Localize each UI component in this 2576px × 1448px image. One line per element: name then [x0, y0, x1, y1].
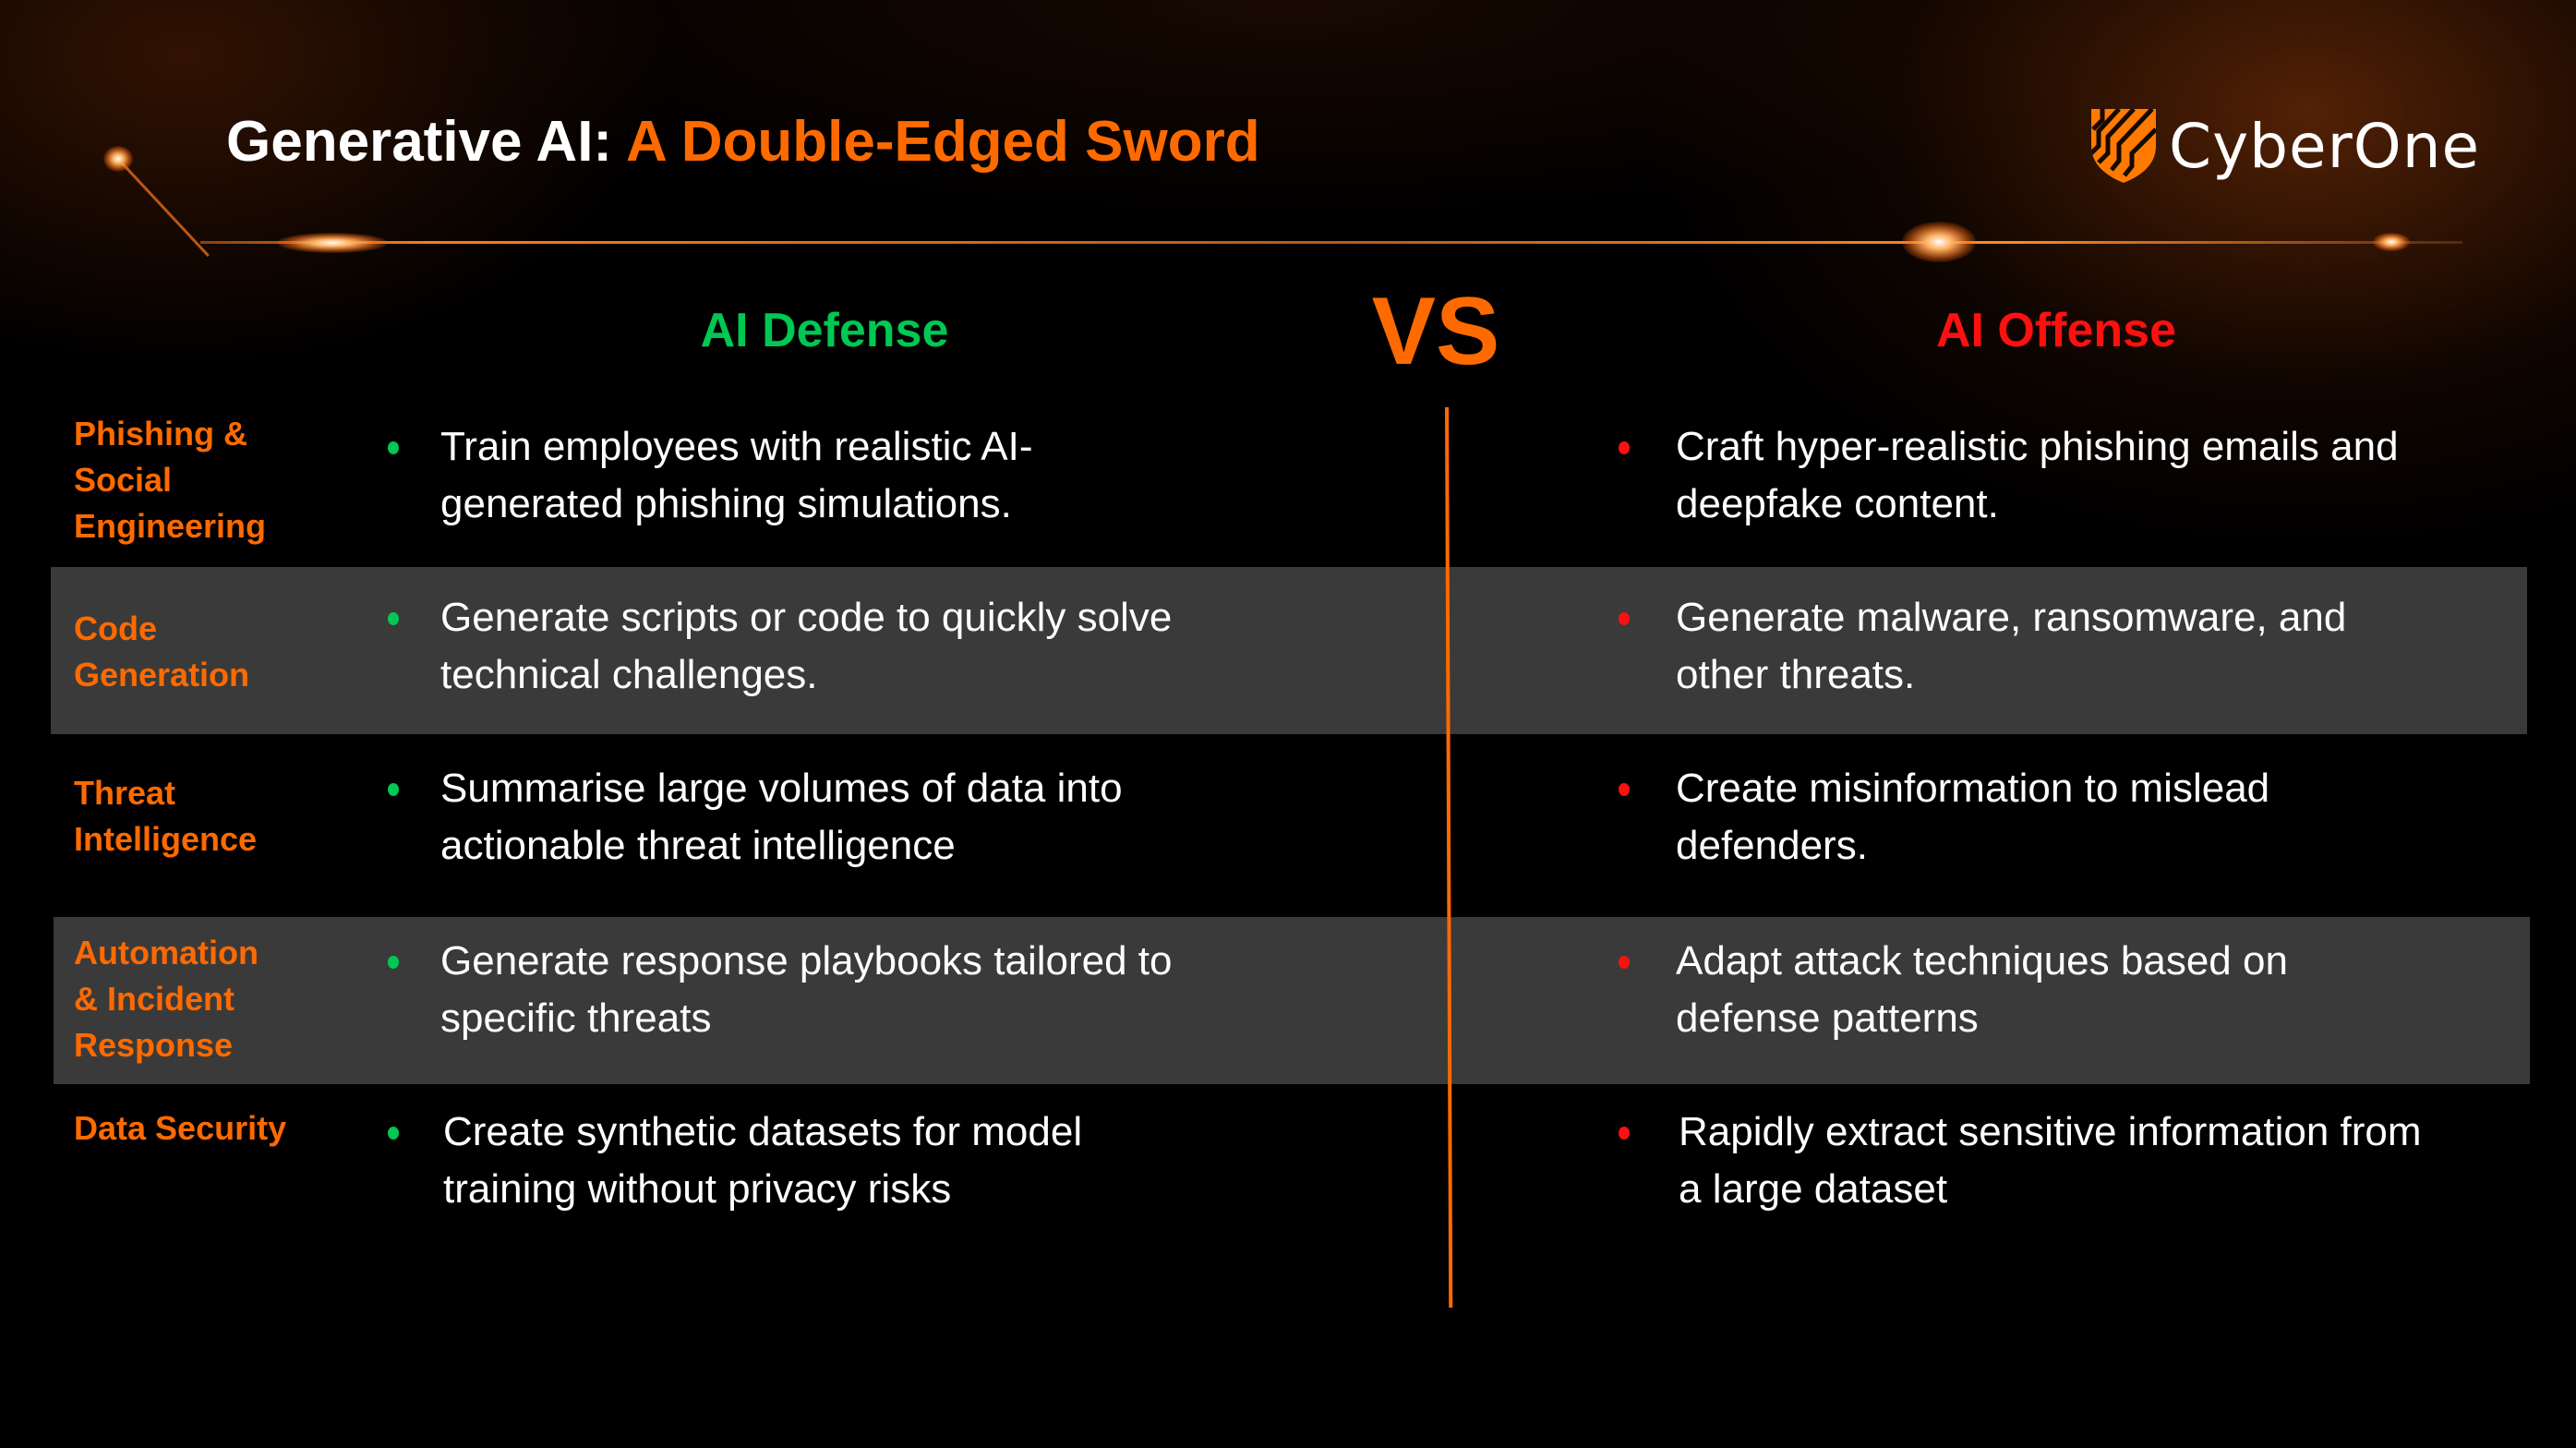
category-line: Automation: [74, 934, 259, 971]
defense-item-line: training without privacy risks: [443, 1166, 952, 1212]
defense-bullet-icon: [388, 783, 399, 796]
defense-item-line: specific threats: [440, 996, 712, 1041]
offense-item: Adapt attack techniques based on defense …: [1676, 933, 2288, 1047]
row-band: [54, 917, 2530, 1084]
category-line: Social: [74, 461, 173, 499]
category-line: Generation: [74, 656, 250, 694]
defense-item-line: technical challenges.: [440, 652, 818, 697]
shield-icon: [2091, 109, 2156, 183]
offense-item-line: Craft hyper-realistic phishing emails an…: [1676, 424, 2399, 469]
defense-item: Create synthetic datasets for model train…: [443, 1104, 1082, 1218]
defense-bullet-icon: [388, 441, 399, 454]
defense-item: Summarise large volumes of data into acti…: [440, 760, 1123, 875]
offense-bullet-icon: [1619, 1127, 1630, 1140]
offense-bullet-icon: [1619, 612, 1630, 625]
offense-item: Create misinformation to mislead defender…: [1676, 760, 2269, 875]
defense-item-line: actionable threat intelligence: [440, 823, 956, 868]
category-line: Threat: [74, 774, 176, 812]
header-divider-line: [200, 241, 2462, 244]
offense-bullet-icon: [1619, 956, 1630, 969]
offense-item-line: defense patterns: [1676, 996, 1979, 1041]
defense-item-line: Create synthetic datasets for model: [443, 1109, 1083, 1154]
defense-header: AI Defense: [700, 304, 949, 357]
defense-item-line: Generate response playbooks tailored to: [440, 938, 1173, 983]
offense-item-line: other threats.: [1676, 652, 1916, 697]
offense-item-line: defenders.: [1676, 823, 1868, 868]
category-line: Engineering: [74, 507, 267, 545]
page-title: Generative AI: A Double-Edged Sword: [226, 109, 1260, 175]
flare-decoration: [103, 146, 133, 172]
title-prefix: Generative AI:: [226, 110, 613, 174]
title-accent: A Double-Edged Sword: [626, 110, 1260, 174]
defense-item: Generate response playbooks tailored to s…: [440, 933, 1173, 1047]
offense-bullet-icon: [1619, 783, 1630, 796]
defense-bullet-icon: [388, 956, 399, 969]
offense-item: Generate malware, ransomware, and other t…: [1676, 589, 2346, 704]
vs-label: VS: [1371, 278, 1500, 385]
defense-item-line: Summarise large volumes of data into: [440, 766, 1123, 811]
offense-item-line: Rapidly extract sensitive information fr…: [1679, 1109, 2422, 1154]
offense-item-line: Adapt attack techniques based on: [1676, 938, 2288, 983]
category-line: Phishing &: [74, 415, 247, 452]
logo-text: CyberOne: [2169, 110, 2481, 182]
defense-item: Generate scripts or code to quickly solv…: [440, 589, 1172, 704]
category-line: Intelligence: [74, 820, 258, 858]
offense-item-line: Generate malware, ransomware, and: [1676, 595, 2347, 640]
offense-bullet-icon: [1619, 441, 1630, 454]
defense-item-line: Generate scripts or code to quickly solv…: [440, 595, 1173, 640]
defense-item-line: Train employees with realistic AI-: [440, 424, 1033, 469]
category-line: Code: [74, 609, 157, 647]
defense-item: Train employees with realistic AI-genera…: [440, 418, 1032, 533]
offense-item-line: a large dataset: [1679, 1166, 1948, 1212]
row-category: Data Security: [74, 1105, 286, 1152]
offense-header: AI Offense: [1935, 304, 2177, 357]
flare-decoration: [1902, 222, 1976, 262]
flare-decoration: [277, 233, 388, 253]
offense-item: Rapidly extract sensitive information fr…: [1679, 1104, 2422, 1218]
offense-item-line: Create misinformation to mislead: [1676, 766, 2270, 811]
row-band: [51, 567, 2527, 734]
category-line: Response: [74, 1026, 234, 1064]
offense-item: Craft hyper-realistic phishing emails an…: [1676, 418, 2399, 533]
cyberone-logo: CyberOne: [2091, 109, 2480, 183]
offense-item-line: deepfake content.: [1676, 481, 1999, 526]
category-line: & Incident: [74, 980, 235, 1018]
defense-item-line: generated phishing simulations.: [440, 481, 1012, 526]
flare-decoration: [2373, 233, 2410, 251]
category-line: Data Security: [74, 1109, 287, 1147]
defense-bullet-icon: [388, 1127, 399, 1140]
defense-bullet-icon: [388, 612, 399, 625]
